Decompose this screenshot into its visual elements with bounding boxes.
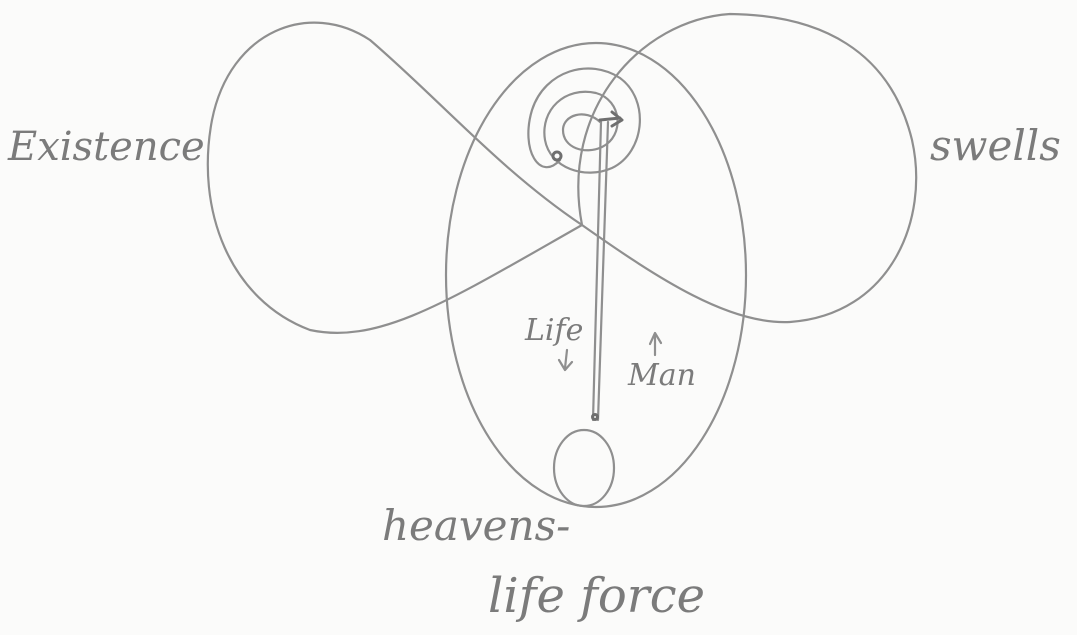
label-life-force: life force [488, 568, 705, 624]
spiral-end-dot [553, 152, 561, 160]
life-arrow [559, 350, 572, 370]
label-heavens: heavens- [382, 501, 570, 550]
label-man: Man [627, 358, 696, 393]
label-swells: swells [930, 121, 1061, 170]
channel-bottom-dot [593, 415, 598, 420]
label-life: Life [524, 313, 583, 348]
right-loop [578, 14, 916, 322]
channel-top-arrow [600, 112, 622, 126]
label-existence: Existence [7, 124, 205, 170]
man-arrow [650, 333, 661, 355]
heavens-circle [554, 430, 614, 506]
